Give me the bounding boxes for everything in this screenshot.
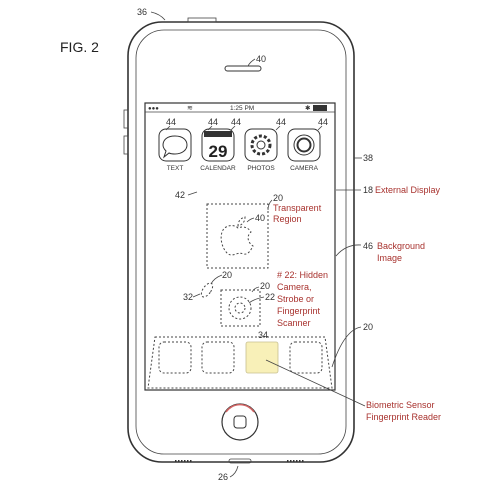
ref-side-region: 20 (222, 270, 232, 280)
leader-camera-inner (248, 296, 265, 304)
ref-display: 18 (363, 185, 373, 195)
ref-transparent-region: 20 (273, 193, 283, 203)
app-text-label: TEXT (167, 165, 184, 172)
camera-icon (293, 134, 315, 156)
volume-button-top (123, 109, 129, 129)
speaker-slot (224, 65, 262, 72)
volume-button-bottom (123, 135, 129, 155)
leader-background (335, 244, 362, 257)
dock-outline (147, 336, 333, 389)
label-biometric-1: Biometric Sensor (366, 400, 435, 410)
camera-lens (296, 137, 312, 153)
ref-background: 46 (363, 241, 373, 251)
ref-connector: 26 (218, 472, 228, 482)
home-button-ring (225, 403, 255, 413)
ref-app-5: 44 (318, 117, 328, 127)
label-hidden-camera-2: Camera, (277, 282, 312, 292)
ref-app-1: 44 (166, 117, 176, 127)
label-background-1: Background (377, 241, 425, 251)
calendar-date: 29 (209, 142, 228, 161)
camera-region-outer (228, 296, 252, 320)
figure-title: FIG. 2 (60, 39, 99, 55)
ref-device: 36 (137, 7, 147, 17)
app-camera-label: CAMERA (290, 165, 318, 172)
app-calendar-label: CALENDAR (200, 165, 236, 172)
ref-bezel: 38 (363, 153, 373, 163)
phone-inner-outline (135, 29, 347, 455)
leader-biometric (265, 359, 366, 407)
leader-app-5 (317, 125, 323, 131)
app-photos-label: PHOTOS (247, 165, 275, 172)
gear-hub (256, 140, 266, 150)
leader-dock (331, 326, 362, 368)
leader-camera-outer (251, 286, 260, 293)
leader-connector (229, 465, 239, 478)
leader-side-element (192, 293, 201, 298)
leader-logo (246, 217, 255, 223)
leader-screen-area (187, 191, 198, 196)
camera-region-inner (234, 302, 246, 314)
label-biometric-2: Fingerprint Reader (366, 412, 441, 422)
leader-device (150, 11, 166, 21)
battery-icon (313, 105, 327, 111)
ref-logo: 40 (255, 213, 265, 223)
ref-speaker: 40 (256, 54, 266, 64)
app-photos-tile (244, 128, 278, 162)
connector-port (228, 458, 252, 464)
label-transparent-1: Transparent (273, 203, 322, 213)
label-external-display: External Display (375, 185, 441, 195)
ref-app-2: 44 (208, 117, 218, 127)
leader-side-region (210, 274, 223, 285)
screen (144, 102, 336, 391)
gear-icon (250, 134, 272, 156)
dock-slot-sensor (245, 341, 279, 374)
wifi-icon: ≋ (187, 105, 193, 112)
app-text[interactable]: TEXT (158, 128, 192, 172)
label-hidden-camera-5: Scanner (277, 318, 311, 328)
app-calendar-tile (201, 128, 235, 162)
transparent-region (206, 203, 269, 269)
side-button-top (187, 17, 217, 23)
label-transparent-2: Region (273, 214, 302, 224)
leader-speaker (247, 58, 256, 67)
ref-camera-inner: 22 (265, 292, 275, 302)
leader-app-3 (230, 125, 236, 131)
app-camera[interactable]: CAMERA (287, 128, 321, 172)
bluetooth-icon: ✱ (305, 104, 311, 112)
leader-app-4 (275, 125, 281, 131)
app-text-tile (158, 128, 192, 162)
apple-leaf-icon (237, 216, 246, 227)
dock-slot-1 (158, 341, 192, 374)
ref-dock: 20 (363, 322, 373, 332)
label-background-2: Image (377, 253, 402, 263)
ref-camera-outer: 20 (260, 281, 270, 291)
app-camera-tile (287, 128, 321, 162)
calendar-icon (204, 131, 232, 137)
signal-icon: ●●● (148, 106, 159, 112)
ref-app-3: 44 (231, 117, 241, 127)
app-calendar[interactable]: 29 CALENDAR (200, 128, 236, 172)
status-time: 1:25 PM (230, 105, 254, 112)
home-button-square (233, 415, 247, 429)
dock-slot-2 (201, 341, 235, 374)
label-hidden-camera-4: Fingerprint (277, 306, 321, 316)
ref-sensor: 34 (258, 330, 268, 340)
label-hidden-camera-1: # 22: Hidden (277, 270, 328, 280)
label-hidden-camera-3: Strobe or (277, 294, 314, 304)
speech-bubble-icon (162, 135, 188, 159)
camera-region (220, 289, 261, 327)
dock-slot-4 (289, 341, 323, 374)
ref-screen-area: 42 (175, 190, 185, 200)
app-photos[interactable]: PHOTOS (244, 128, 278, 172)
ref-app-4: 44 (276, 117, 286, 127)
ref-side-element: 32 (183, 292, 193, 302)
leader-transparent-region (267, 199, 273, 211)
